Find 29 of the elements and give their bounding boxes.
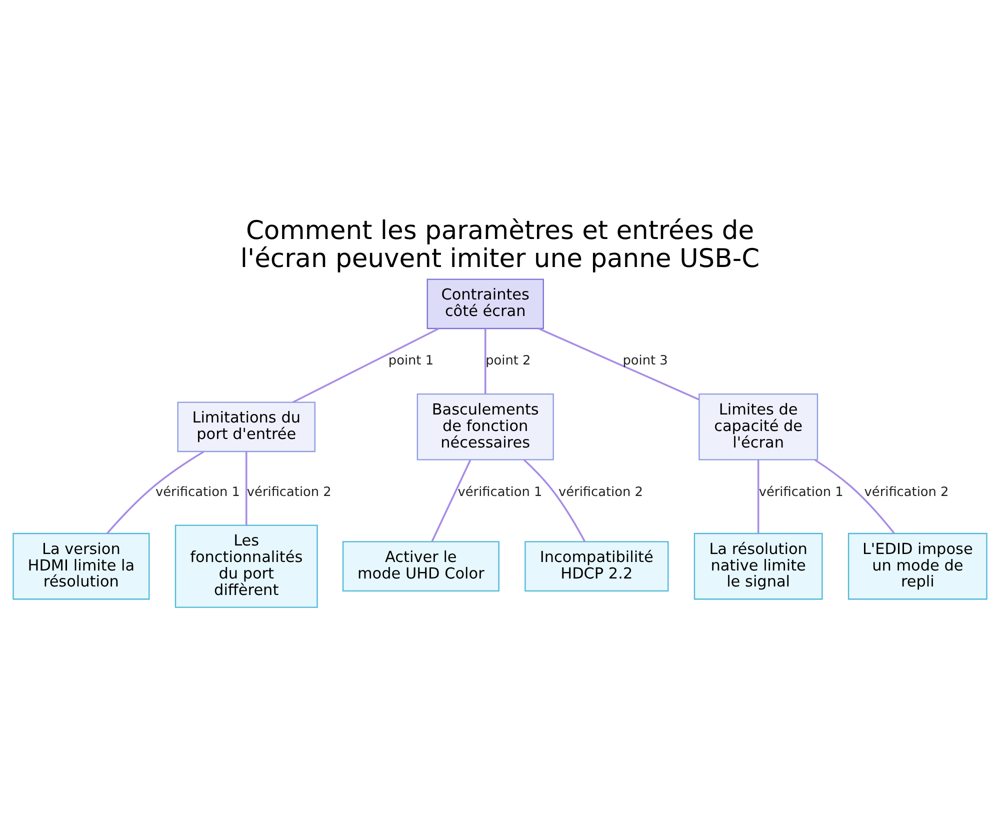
node-box: Les fonctionnalités du port diffèrent — [174, 524, 318, 608]
node-box: Limites de capacité de l'écran — [698, 394, 818, 460]
node-box: Incompatibilité HDCP 2.2 — [524, 541, 669, 592]
connector — [757, 460, 760, 534]
connector — [106, 450, 204, 534]
edge-label: point 2 — [486, 354, 531, 369]
connector — [814, 459, 895, 534]
connector — [484, 328, 486, 394]
edge-label: vérification 2 — [246, 484, 332, 500]
edge-label: vérification 2 — [864, 484, 949, 500]
connector — [538, 328, 700, 400]
node-box: Limitations du port d'entrée — [177, 402, 316, 452]
diagram-title: Comment les paramètres et entrées de l'écran peuvent imiter une panne USB-C — [240, 216, 760, 274]
connector — [292, 328, 440, 404]
edge-label: vérification 2 — [558, 484, 643, 500]
edge-label: point 3 — [622, 354, 668, 369]
node-box: L'EDID impose un mode de repli — [848, 532, 988, 600]
node-box: Basculements de fonction nécessaires — [416, 394, 554, 460]
connector — [523, 459, 586, 542]
node-box: Contraintes côté écran — [426, 278, 544, 330]
node-box: Activer le mode UHD Color — [342, 541, 500, 592]
node-box: La version HDMI limite la résolution — [12, 532, 150, 600]
edge-label: vérification 1 — [458, 484, 542, 500]
edge-label: vérification 1 — [758, 484, 844, 500]
connector — [246, 452, 248, 526]
node-box: La résolution native limite le signal — [694, 532, 823, 600]
connector — [431, 460, 472, 542]
edge-label: vérification 1 — [156, 484, 240, 500]
edge-label: point 1 — [388, 354, 434, 369]
